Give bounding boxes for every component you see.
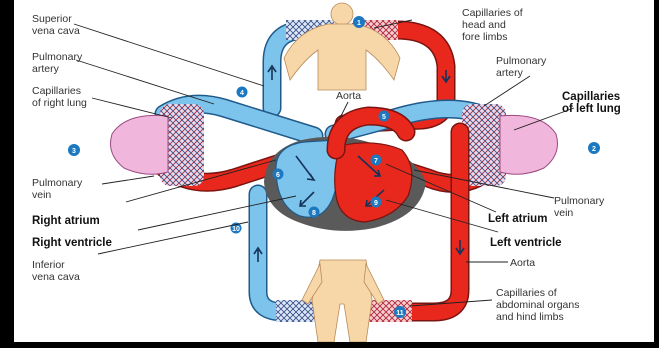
label-pulmonary-vein-right: Pulmonary vein [554, 195, 607, 219]
label-capillaries-left-lung: Capillaries of left lung [562, 91, 623, 115]
label-capillaries-head: Capillaries of head and fore limbs [462, 7, 526, 43]
label-capillaries-abdominal: Capillaries of abdominal organs and hind… [496, 287, 582, 323]
label-capillaries-right-lung: Capillaries of right lung [32, 85, 87, 109]
circulation-diagram: 1 2 3 4 5 6 7 8 9 10 11 Superior vena ca… [14, 0, 654, 342]
marker-11: 11 [394, 306, 406, 318]
svg-text:4: 4 [240, 90, 244, 97]
marker-4: 4 [237, 87, 248, 98]
svg-text:3: 3 [72, 148, 76, 155]
svg-text:1: 1 [357, 20, 361, 27]
label-inferior-vena-cava: Inferior vena cava [32, 259, 80, 283]
marker-1: 1 [353, 16, 365, 28]
label-pulmonary-artery-left: Pulmonary artery [32, 51, 85, 75]
right-lung [111, 115, 169, 174]
label-aorta-bottom: Aorta [510, 257, 535, 269]
marker-6: 6 [273, 169, 284, 180]
label-left-atrium: Left atrium [488, 213, 547, 225]
marker-8: 8 [309, 207, 320, 218]
diagram-canvas: 1 2 3 4 5 6 7 8 9 10 11 Superior vena ca… [14, 0, 654, 342]
marker-7: 7 [371, 155, 382, 166]
svg-text:2: 2 [592, 146, 596, 153]
svg-text:11: 11 [396, 310, 404, 317]
label-right-atrium: Right atrium [32, 215, 100, 227]
marker-2: 2 [588, 142, 600, 154]
svg-text:7: 7 [374, 158, 378, 165]
marker-9: 9 [371, 197, 382, 208]
svg-text:6: 6 [276, 172, 280, 179]
label-pulmonary-vein-left: Pulmonary vein [32, 177, 85, 201]
label-superior-vena-cava: Superior vena cava [32, 13, 80, 37]
svg-text:8: 8 [312, 210, 316, 217]
svg-text:9: 9 [374, 200, 378, 207]
marker-3: 3 [68, 144, 80, 156]
svg-text:5: 5 [382, 114, 386, 121]
label-right-ventricle: Right ventricle [32, 237, 112, 249]
label-aorta-top: Aorta [336, 90, 361, 102]
label-left-ventricle: Left ventricle [490, 237, 562, 249]
label-pulmonary-artery-right: Pulmonary artery [496, 55, 549, 79]
upper-body-figure [284, 3, 400, 90]
svg-text:10: 10 [232, 226, 240, 233]
marker-5: 5 [379, 111, 390, 122]
lower-body-figure [302, 260, 384, 342]
